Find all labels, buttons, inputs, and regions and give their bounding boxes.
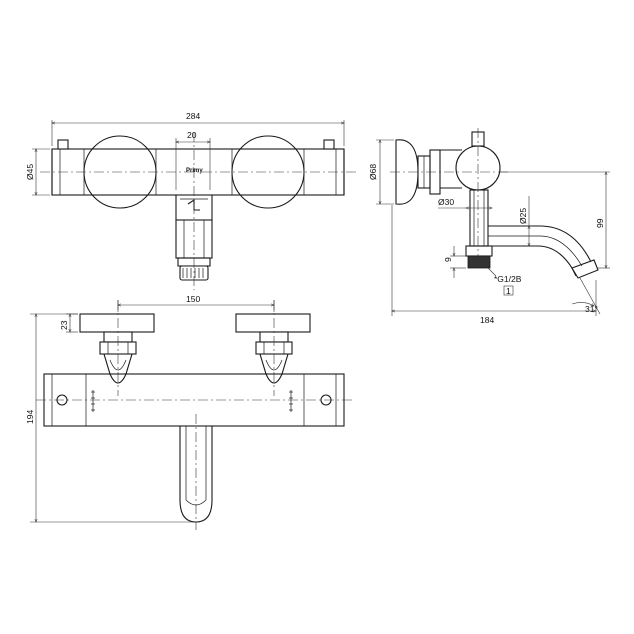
spout-lower bbox=[488, 245, 577, 277]
left-handle bbox=[79, 313, 155, 333]
dim-194: 194 bbox=[25, 410, 35, 424]
dim-284: 284 bbox=[186, 111, 200, 121]
side-view: Ø68 Ø30 Ø25 99 9 *G1/2B 1 184 31° bbox=[368, 128, 610, 325]
note-box bbox=[503, 285, 514, 296]
right-connector bbox=[259, 353, 289, 384]
dim-31deg: 31° bbox=[585, 304, 598, 314]
left-connector bbox=[103, 353, 133, 384]
dim-d25: Ø25 bbox=[518, 208, 528, 224]
dim-9: 9 bbox=[443, 257, 453, 262]
left-cap-pin bbox=[57, 139, 69, 150]
dim-99: 99 bbox=[595, 218, 605, 228]
thread-note: *G1/2B bbox=[494, 274, 522, 284]
top-view: Primy 284 20 Ø45 bbox=[25, 111, 356, 290]
dim-d30: Ø30 bbox=[438, 197, 454, 207]
left-scale-marks bbox=[91, 390, 95, 412]
spout-tip bbox=[571, 259, 599, 279]
note-box-number: 1 bbox=[506, 286, 511, 296]
right-scale-marks bbox=[289, 390, 293, 412]
spout-upper bbox=[488, 225, 595, 269]
dim-d68: Ø68 bbox=[368, 164, 378, 180]
dim-d45: Ø45 bbox=[25, 164, 35, 180]
dim-23: 23 bbox=[59, 320, 69, 330]
right-handle bbox=[235, 313, 311, 333]
right-end-hole bbox=[320, 394, 332, 406]
right-cap-pin bbox=[323, 139, 335, 150]
dim-150: 150 bbox=[186, 294, 200, 304]
left-end-hole bbox=[56, 394, 68, 406]
dim-184: 184 bbox=[480, 315, 494, 325]
front-view: 150 23 194 bbox=[25, 294, 352, 530]
thread-g12 bbox=[467, 255, 491, 269]
dim-20: 20 bbox=[187, 130, 197, 140]
brand-label: Primy bbox=[186, 168, 203, 174]
